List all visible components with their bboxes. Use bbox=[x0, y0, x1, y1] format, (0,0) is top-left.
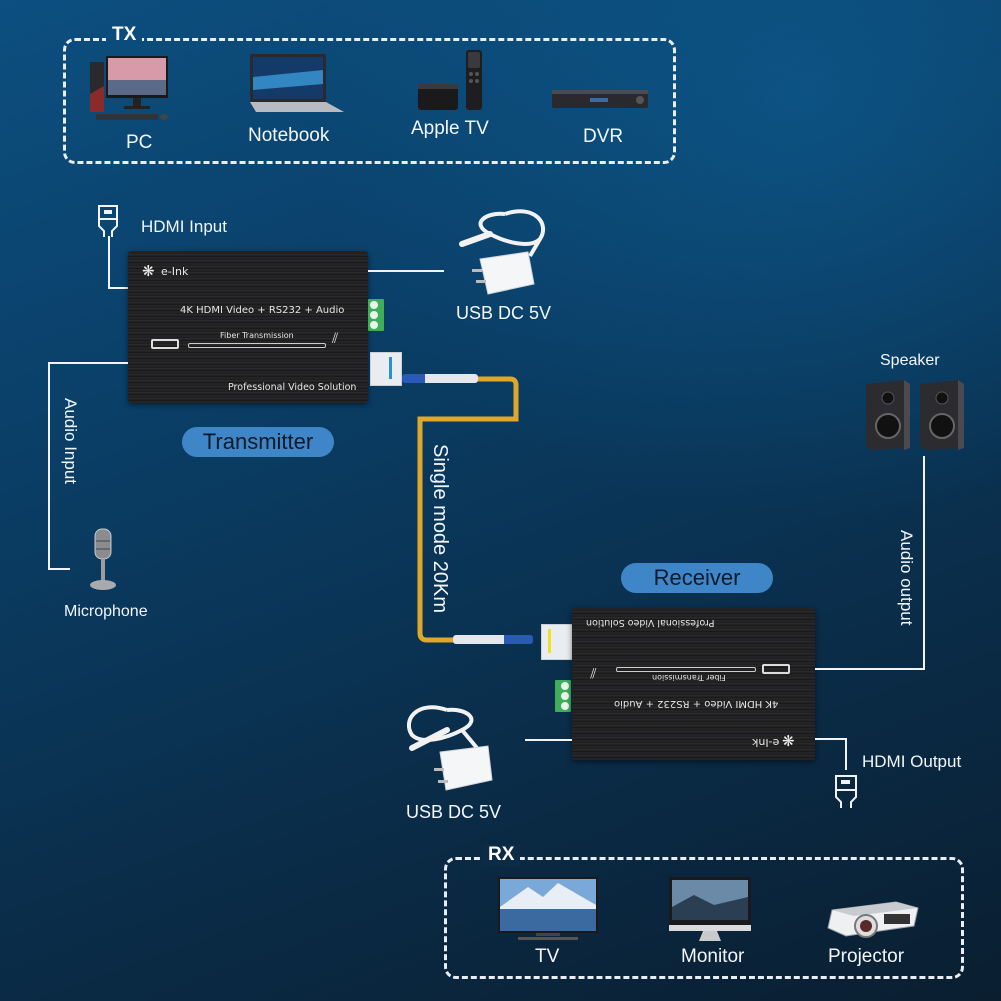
receiver-fiber-bar bbox=[616, 667, 756, 672]
fiber-strands-icon: ⫽ bbox=[332, 331, 339, 347]
hdmi-output-icon bbox=[834, 774, 860, 808]
receiver-tag: Receiver bbox=[621, 563, 773, 593]
audio-input-connector-v bbox=[48, 362, 50, 569]
tv-icon bbox=[498, 877, 598, 943]
hdmi-input-label: HDMI Input bbox=[141, 217, 227, 236]
apple-tv-icon bbox=[416, 50, 496, 112]
fiber-strands-icon: ⫽ bbox=[590, 664, 597, 680]
receiver-spec: 4K HDMI Video + RS232 + Audio bbox=[614, 698, 779, 709]
receiver-audio-terminal bbox=[555, 680, 571, 712]
rx-usb-power-adapter-icon bbox=[402, 700, 502, 795]
monitor-icon bbox=[669, 877, 751, 943]
monitor-label: Monitor bbox=[681, 946, 745, 967]
transmitter-device: ❋ e-Ink 4K HDMI Video + RS232 + Audio Fi… bbox=[128, 251, 368, 403]
hdmi-output-label: HDMI Output bbox=[862, 752, 962, 771]
notebook-label: Notebook bbox=[248, 125, 330, 146]
transmitter-fiber-bar bbox=[188, 343, 326, 348]
audio-input-connector-bottom bbox=[48, 568, 70, 570]
transmitter-logo-icon: ❋ bbox=[142, 262, 155, 280]
receiver-hdmi-port-icon bbox=[762, 664, 790, 674]
hdmi-output-connector-h bbox=[815, 738, 847, 740]
microphone-label: Microphone bbox=[64, 603, 148, 620]
apple-tv-label: Apple TV bbox=[411, 118, 489, 139]
tx-power-connector bbox=[368, 270, 444, 272]
transmitter-fiber-text: Fiber Transmission bbox=[220, 331, 294, 340]
dvr-icon bbox=[550, 86, 650, 112]
receiver-brand: e-Ink bbox=[752, 736, 780, 749]
transmitter-tag: Transmitter bbox=[182, 427, 334, 457]
tx-usb-power-adapter-icon bbox=[450, 204, 550, 299]
audio-output-connector-h bbox=[815, 668, 925, 670]
receiver-fiber-port bbox=[541, 624, 573, 660]
tv-label: TV bbox=[535, 946, 560, 967]
transmitter-audio-terminal bbox=[368, 299, 384, 331]
receiver-fiber-text: Fiber Transmission bbox=[652, 673, 726, 682]
pc-label: PC bbox=[126, 132, 153, 153]
notebook-icon bbox=[246, 52, 346, 116]
receiver-logo-icon: ❋ bbox=[782, 732, 795, 750]
transmitter-fiber-port bbox=[370, 352, 402, 386]
audio-output-connector-v bbox=[923, 456, 925, 669]
transmitter-slogan: Professional Video Solution bbox=[228, 382, 357, 393]
transmitter-hdmi-port-icon bbox=[151, 339, 179, 349]
hdmi-input-connector-v bbox=[108, 236, 110, 288]
tx-group-title: TX bbox=[106, 24, 143, 46]
audio-output-label: Audio output bbox=[897, 530, 916, 626]
fiber-label: Single mode 20Km bbox=[429, 444, 451, 613]
receiver-device: Professional Video Solution ⫽ Fiber Tran… bbox=[572, 608, 815, 760]
rx-group-box bbox=[444, 857, 964, 979]
transmitter-brand: e-Ink bbox=[161, 265, 189, 278]
speaker-label: Speaker bbox=[880, 352, 940, 369]
tx-fiber-connector bbox=[402, 374, 478, 383]
receiver-slogan: Professional Video Solution bbox=[586, 617, 715, 628]
projector-icon bbox=[826, 896, 920, 944]
audio-input-label: Audio Input bbox=[61, 398, 80, 485]
transmitter-spec: 4K HDMI Video + RS232 + Audio bbox=[180, 305, 345, 316]
hdmi-input-connector-h bbox=[108, 287, 128, 289]
hdmi-input-icon bbox=[97, 204, 123, 238]
microphone-icon bbox=[88, 527, 118, 595]
rx-group-title: RX bbox=[482, 844, 521, 866]
tx-power-label: USB DC 5V bbox=[456, 303, 552, 323]
tx-group-box bbox=[63, 38, 676, 164]
rx-fiber-connector bbox=[453, 635, 533, 644]
speaker-icon bbox=[864, 380, 968, 452]
hdmi-output-connector-v bbox=[845, 738, 847, 770]
projector-label: Projector bbox=[828, 946, 905, 967]
rx-power-connector bbox=[525, 739, 572, 741]
dvr-label: DVR bbox=[583, 126, 624, 147]
pc-icon bbox=[88, 54, 180, 126]
audio-input-connector-top bbox=[48, 362, 128, 364]
rx-power-label: USB DC 5V bbox=[406, 802, 502, 822]
